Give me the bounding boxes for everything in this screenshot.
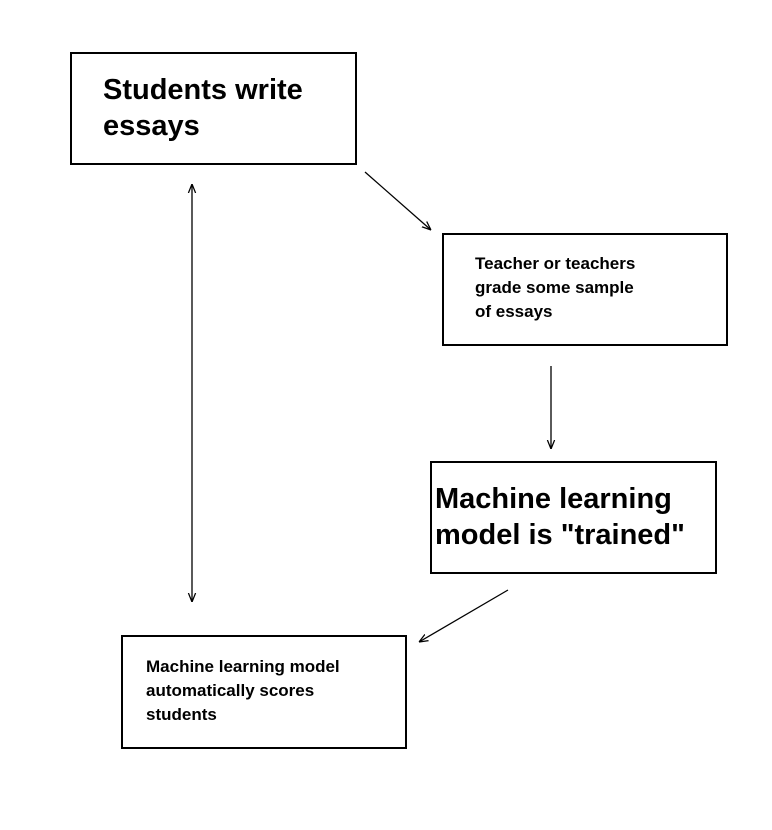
arrow-model-to-scores bbox=[419, 589, 509, 642]
node-label: Teacher or teachers grade some sample of… bbox=[475, 254, 636, 321]
node-label: Students write essays bbox=[103, 74, 303, 142]
node-label: Machine learning model is "trained" bbox=[435, 483, 685, 551]
node-teacher-grades-sample: Teacher or teachers grade some sample of… bbox=[442, 233, 728, 346]
arrow-students-to-teacher bbox=[364, 171, 431, 230]
node-label: Machine learning model automatically sco… bbox=[146, 657, 340, 724]
node-students-write-essays: Students write essays bbox=[70, 52, 357, 165]
node-model-scores-students: Machine learning model automatically sco… bbox=[121, 635, 407, 749]
node-model-trained: Machine learning model is "trained" bbox=[430, 461, 717, 574]
